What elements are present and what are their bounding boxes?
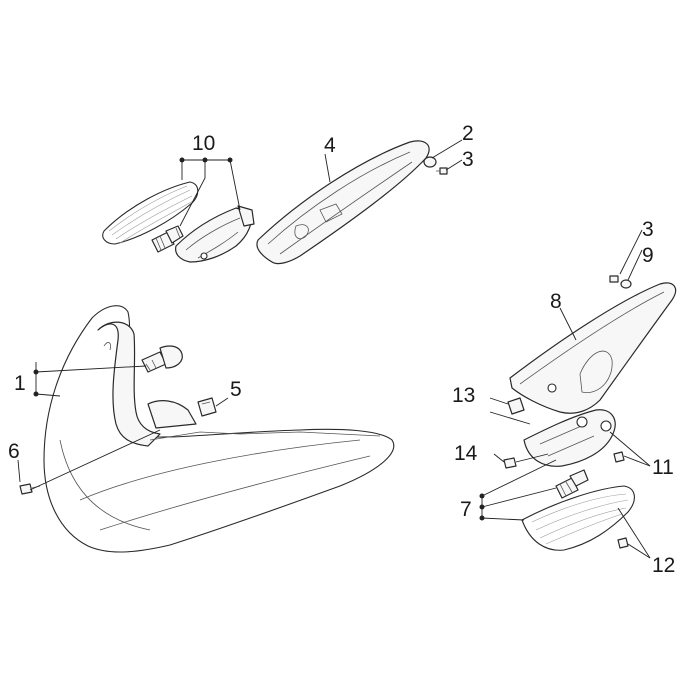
part-12-screw <box>617 507 651 559</box>
callout-2: 2 <box>462 122 474 145</box>
part-10-bulb <box>151 225 184 253</box>
part-10-leaders <box>179 157 241 227</box>
part-13-clip <box>489 397 531 425</box>
part-14-screw <box>493 453 549 469</box>
part-8-right-bracket <box>509 282 677 414</box>
callout-6: 6 <box>8 440 20 463</box>
part-7-bulb <box>555 469 589 499</box>
callout-1: 1 <box>14 372 26 395</box>
part-4-upper-bracket <box>256 140 430 265</box>
part-2-washer <box>423 156 437 168</box>
part-3-screw-top <box>436 167 448 175</box>
callout-12: 12 <box>652 554 675 577</box>
callout-3-right: 3 <box>642 218 654 241</box>
part-3-screw-right <box>609 275 619 283</box>
callout-8: 8 <box>550 290 562 313</box>
callout-13: 13 <box>452 384 475 407</box>
callout-5: 5 <box>230 378 242 401</box>
callout-7: 7 <box>460 498 472 521</box>
callout-11: 11 <box>652 456 674 479</box>
callout-10: 10 <box>192 132 215 155</box>
part-11-screw <box>609 431 651 467</box>
callout-4: 4 <box>324 134 336 157</box>
part-9-spacer <box>620 279 632 289</box>
part-10-lens <box>102 181 199 245</box>
callout-9: 9 <box>642 244 654 267</box>
part-6-screw <box>17 429 161 495</box>
part-1-bulb <box>141 345 183 373</box>
part-7-housing <box>523 409 616 467</box>
part-1-leaders <box>33 362 147 397</box>
part-10-housing <box>175 205 255 263</box>
part-7-leaders <box>479 459 557 521</box>
callout-leaders <box>324 139 643 341</box>
callout-14: 14 <box>454 442 478 465</box>
part-7-lens <box>521 485 635 551</box>
callout-3-top: 3 <box>462 148 474 171</box>
part-5-clip <box>197 397 229 417</box>
part-1-front-cover <box>43 305 395 553</box>
